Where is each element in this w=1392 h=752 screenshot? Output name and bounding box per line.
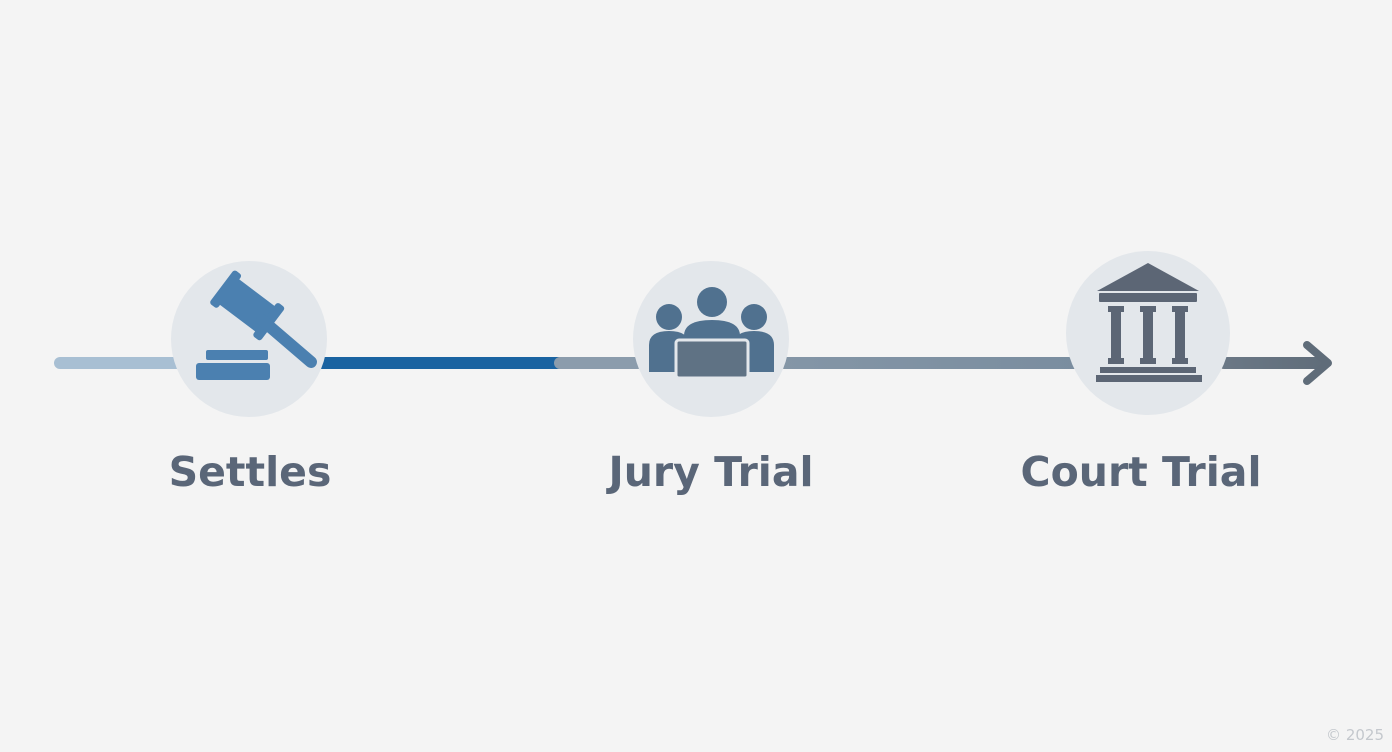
stage-label-court-trial: Court Trial	[1020, 448, 1262, 496]
stage-label-settles: Settles	[168, 448, 332, 496]
jury-icon	[649, 287, 774, 380]
arrow-right-icon	[1303, 341, 1332, 385]
stage-settles-node	[171, 261, 327, 417]
stage-court-node	[1066, 251, 1230, 415]
copyright-text: © 2025	[1326, 726, 1384, 744]
courthouse-icon	[1096, 263, 1202, 382]
stage-jury-node	[633, 261, 789, 417]
gavel-icon	[196, 270, 317, 380]
stage-label-jury-trial: Jury Trial	[608, 448, 814, 496]
